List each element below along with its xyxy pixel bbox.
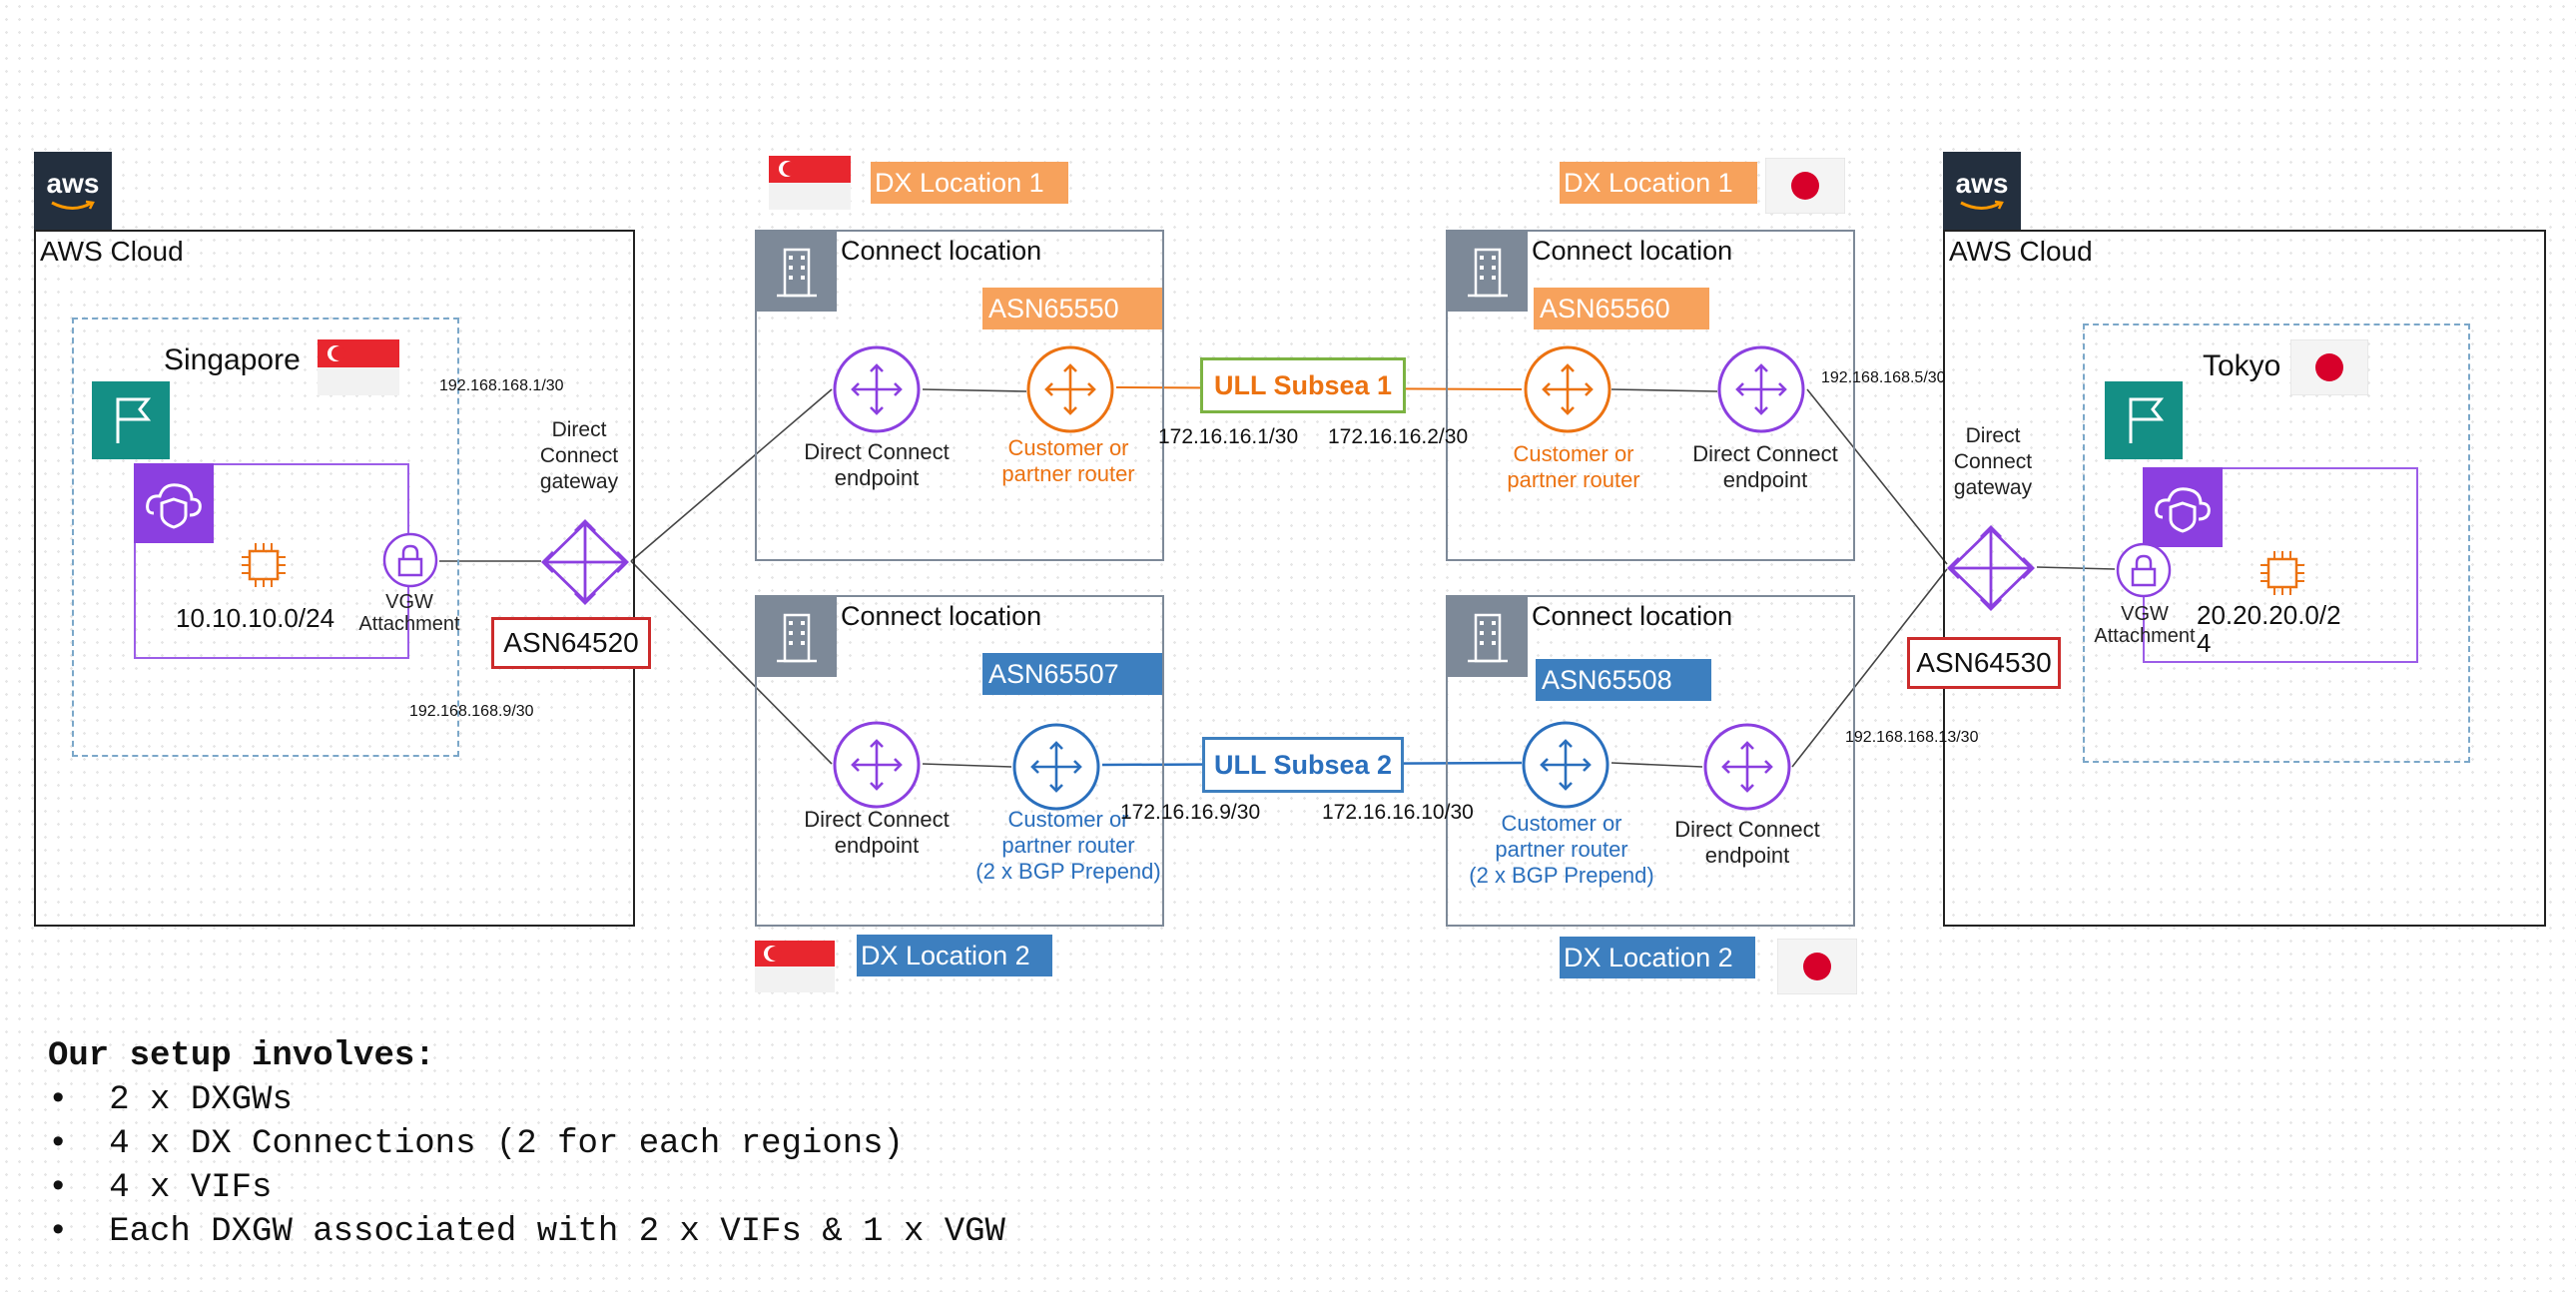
ip-subsea2-left: 172.16.16.9/30	[1120, 801, 1261, 824]
router-label: Customer or partner router (2 x BGP Prep…	[1469, 811, 1654, 888]
singapore-flag-icon	[318, 339, 399, 395]
building-icon	[1448, 232, 1528, 312]
asn-sg-top: ASN65550	[982, 288, 1162, 329]
router-label: Customer or partner router	[1001, 435, 1135, 486]
japan-flag-icon	[1776, 938, 1858, 995]
endpoint-label: Direct Connect endpoint	[1692, 441, 1838, 492]
router-icon	[1010, 721, 1102, 813]
ip-subsea1-left: 172.16.16.1/30	[1158, 425, 1299, 448]
aws-logo-icon: aws	[34, 152, 112, 230]
japan-flag-icon	[1764, 157, 1846, 215]
dx-location-sg-1: DX Location 1	[871, 162, 1068, 204]
region-flag-icon	[92, 381, 170, 459]
notes-item: • 4 x DX Connections (2 for each regions…	[48, 1125, 904, 1163]
dx-location-sg-2: DX Location 2	[857, 935, 1052, 976]
dx-endpoint-icon	[831, 719, 923, 811]
aws-cloud-left-title: AWS Cloud	[40, 236, 184, 267]
connect-location-title: Connect location	[841, 236, 1042, 266]
dx-endpoint-icon	[831, 343, 923, 435]
notes-title: Our setup involves:	[48, 1037, 435, 1075]
connect-location-jp-bottom	[1446, 595, 1855, 927]
region-flag-icon	[2105, 381, 2183, 459]
ip-dxgw-right-top: 192.168.168.5/30	[1821, 369, 1946, 386]
router-icon	[1024, 343, 1116, 435]
singapore-flag-icon	[755, 941, 835, 992]
connect-location-title: Connect location	[1532, 601, 1733, 631]
ip-subsea2-right: 172.16.16.10/30	[1322, 801, 1474, 824]
aws-logo-icon: aws	[1943, 152, 2021, 230]
dxgw-asn-right: ASN64530	[1907, 637, 2061, 689]
ip-dxgw-right-bottom: 192.168.168.13/30	[1845, 729, 1979, 746]
vpc-cidr-right: 20.20.20.0/2 4	[2197, 600, 2341, 658]
vpc-cidr-left: 10.10.10.0/24	[176, 603, 335, 633]
dx-gateway-icon	[1945, 523, 2037, 613]
asn-jp-bottom: ASN65508	[1536, 659, 1711, 701]
notes-item: • 4 x VIFs	[48, 1169, 273, 1207]
connect-location-sg-bottom	[755, 595, 1164, 927]
singapore-flag-icon	[769, 156, 851, 210]
endpoint-label: Direct Connect endpoint	[1674, 817, 1820, 868]
building-icon	[757, 232, 837, 312]
vpc-cloud-shield-icon	[134, 463, 214, 543]
connect-location-sg-top	[755, 230, 1164, 561]
dx-gateway-icon	[539, 517, 631, 607]
vgw-label-right: VGW Attachment	[2094, 603, 2196, 647]
aws-cloud-right-title: AWS Cloud	[1949, 236, 2093, 267]
building-icon	[757, 597, 837, 677]
vpc-cloud-shield-icon	[2143, 467, 2223, 547]
region-name-singapore: Singapore	[164, 343, 301, 376]
router-label: Customer or partner router	[1507, 441, 1640, 492]
dx-endpoint-icon	[1701, 721, 1793, 813]
asn-jp-top: ASN65560	[1534, 288, 1709, 329]
setup-notes: Our setup involves: • 2 x DXGWs • 4 x DX…	[48, 1034, 1005, 1254]
vgw-lock-icon	[381, 531, 439, 589]
ip-dxgw-left-bottom: 192.168.168.9/30	[409, 703, 534, 720]
ull-subsea-1: ULL Subsea 1	[1200, 357, 1406, 413]
japan-flag-icon	[2289, 338, 2369, 396]
connect-location-title: Connect location	[841, 601, 1042, 631]
dxgw-asn-left: ASN64520	[491, 617, 651, 669]
ull-subsea-2: ULL Subsea 2	[1202, 737, 1404, 793]
connect-location-jp-top	[1446, 230, 1855, 561]
building-icon	[1448, 597, 1528, 677]
ip-dxgw-left-top: 192.168.168.1/30	[439, 377, 564, 394]
vgw-label-left: VGW Attachment	[358, 591, 460, 635]
dx-location-jp-1: DX Location 1	[1560, 162, 1757, 204]
dxgw-label-right: Direct Connect gateway	[1953, 424, 2033, 499]
router-icon	[1522, 343, 1613, 435]
vgw-lock-icon	[2115, 541, 2173, 599]
ip-subsea1-right: 172.16.16.2/30	[1328, 425, 1469, 448]
endpoint-label: Direct Connect endpoint	[804, 439, 950, 490]
endpoint-label: Direct Connect endpoint	[804, 807, 950, 858]
router-icon	[1520, 719, 1611, 811]
region-name-tokyo: Tokyo	[2203, 349, 2281, 382]
notes-item: • Each DXGW associated with 2 x VIFs & 1…	[48, 1213, 1005, 1251]
notes-item: • 2 x DXGWs	[48, 1081, 293, 1119]
dx-location-jp-2: DX Location 2	[1560, 937, 1755, 978]
aws-cloud-left	[34, 230, 635, 927]
ec2-chip-icon	[240, 541, 288, 589]
aws-cloud-right	[1943, 230, 2546, 927]
asn-sg-bottom: ASN65507	[982, 653, 1162, 695]
router-label: Customer or partner router (2 x BGP Prep…	[975, 807, 1161, 884]
dxgw-label-left: Direct Connect gateway	[539, 418, 619, 493]
dx-endpoint-icon	[1715, 343, 1807, 435]
region-singapore	[72, 318, 459, 757]
connect-location-title: Connect location	[1532, 236, 1733, 266]
region-tokyo	[2083, 323, 2470, 763]
ec2-chip-icon	[2258, 549, 2306, 597]
